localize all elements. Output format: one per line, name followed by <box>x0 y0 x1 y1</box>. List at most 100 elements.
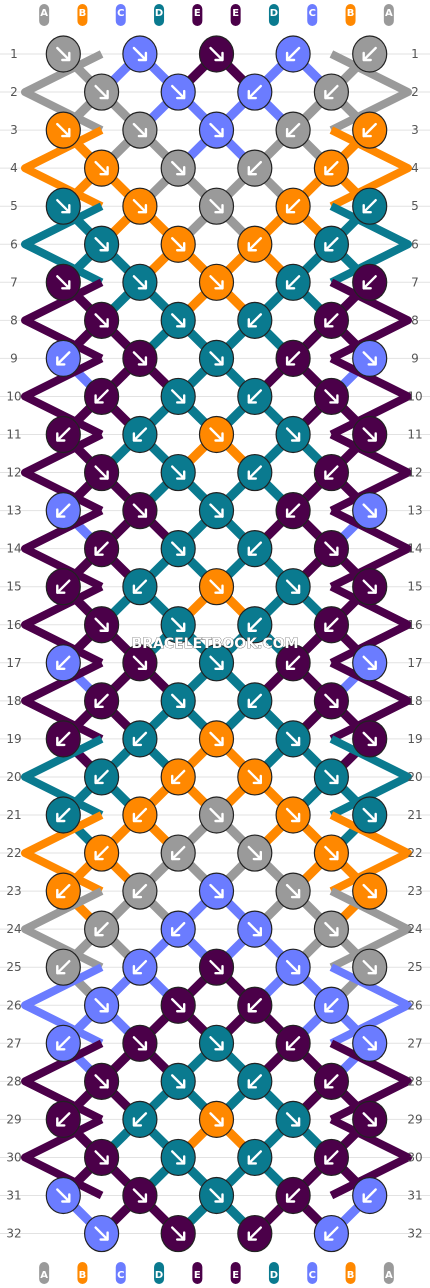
arrow-down-left-icon <box>285 351 301 366</box>
row-number-right: 16 <box>407 618 422 632</box>
watermark-text: BRACELETBOOK.COM <box>132 636 299 652</box>
row-number-right: 12 <box>407 466 422 480</box>
arrow-down-left-icon <box>56 655 71 670</box>
row-number-right: 20 <box>407 770 422 784</box>
arrow-down-left-icon <box>324 1150 339 1165</box>
knot <box>122 263 158 301</box>
row-number-right: 19 <box>407 732 422 746</box>
arrow-down-left-icon <box>56 427 71 442</box>
knot <box>313 530 349 568</box>
knot <box>275 720 311 758</box>
knot <box>275 644 311 682</box>
row-number-right: 25 <box>407 960 422 974</box>
knot <box>237 73 273 111</box>
arrow-down-right-icon <box>362 655 377 670</box>
arrow-down-right-icon <box>209 655 224 670</box>
row-number-right: 4 <box>411 161 419 175</box>
arrow-down-right-icon <box>132 122 148 138</box>
knot <box>352 568 388 606</box>
row-number-right: 27 <box>407 1036 422 1050</box>
arrow-down-right-icon <box>170 237 186 252</box>
arrow-down-right-icon <box>285 427 301 442</box>
arrow-down-right-icon <box>362 883 377 899</box>
knot <box>160 301 196 339</box>
arrow-down-left-icon <box>324 1226 339 1241</box>
arrow-down-right-icon <box>209 275 224 290</box>
row-number-right: 31 <box>407 1189 422 1203</box>
thread-tail-top <box>154 4 165 26</box>
knot <box>122 872 158 910</box>
thread-tail-bottom <box>115 1262 126 1284</box>
knot <box>45 1024 81 1062</box>
knot <box>83 758 120 796</box>
arrow-down-right-icon <box>132 655 148 670</box>
knot <box>275 492 311 530</box>
arrow-down-left-icon <box>247 1226 263 1241</box>
arrow-down-left-icon <box>285 1188 301 1203</box>
knot <box>83 453 120 492</box>
knot <box>83 1214 120 1253</box>
arrow-down-left-icon <box>56 351 71 366</box>
row-number-right: 5 <box>411 199 419 213</box>
knot <box>160 225 196 263</box>
knot <box>45 1176 81 1215</box>
knot <box>160 606 196 644</box>
knot <box>313 377 349 416</box>
row-number-left: 2 <box>10 85 18 99</box>
knot <box>352 111 388 149</box>
arrow-down-left-icon <box>324 617 339 632</box>
knot <box>122 492 158 530</box>
knot <box>45 872 81 910</box>
arrow-down-right-icon <box>209 46 224 62</box>
arrow-down-left-icon <box>56 731 71 747</box>
row-number-right: 2 <box>411 85 419 99</box>
knot <box>352 644 388 682</box>
arrow-down-right-icon <box>170 1150 186 1165</box>
row-number-left: 31 <box>6 1189 21 1203</box>
knot <box>237 986 273 1024</box>
knot <box>45 415 81 454</box>
arrow-down-right-icon <box>362 351 377 366</box>
arrow-down-right-icon <box>56 1188 71 1203</box>
knot <box>275 1024 311 1062</box>
arrow-down-left-icon <box>170 845 186 861</box>
row-number-left: 3 <box>10 123 18 137</box>
knot <box>237 910 273 948</box>
knot <box>237 1214 273 1253</box>
knot <box>83 834 120 872</box>
knot <box>237 149 273 187</box>
arrow-down-left-icon <box>285 275 301 290</box>
arrow-down-right-icon <box>362 427 377 442</box>
arrow-down-right-icon <box>285 960 301 975</box>
thread-label-bottom: E <box>232 1270 239 1281</box>
knot <box>83 73 120 111</box>
thread-label-top: A <box>385 8 393 19</box>
arrow-down-left-icon <box>56 807 71 823</box>
arrow-down-left-icon <box>132 1112 148 1127</box>
arrow-down-left-icon <box>247 84 263 100</box>
row-number-left: 18 <box>6 694 21 708</box>
knot <box>122 644 158 682</box>
arrow-down-right-icon <box>56 198 71 214</box>
arrow-down-left-icon <box>170 921 186 937</box>
knot <box>198 1176 235 1215</box>
arrow-down-right-icon <box>362 731 377 747</box>
arrow-down-right-icon <box>209 198 224 214</box>
knot <box>45 948 81 986</box>
knot <box>122 720 158 758</box>
arrow-down-left-icon <box>94 845 109 861</box>
arrow-down-right-icon <box>170 998 186 1013</box>
row-number-left: 11 <box>6 428 21 442</box>
knot <box>45 35 81 73</box>
knot <box>160 682 196 720</box>
knot <box>352 187 388 225</box>
row-number-right: 22 <box>407 846 422 860</box>
knot <box>237 682 273 720</box>
row-number-left: 16 <box>6 618 21 632</box>
knot <box>198 1100 235 1139</box>
knot <box>122 35 158 73</box>
arrow-down-left-icon <box>56 960 71 975</box>
arrow-down-right-icon <box>324 769 339 785</box>
knot <box>122 568 158 606</box>
